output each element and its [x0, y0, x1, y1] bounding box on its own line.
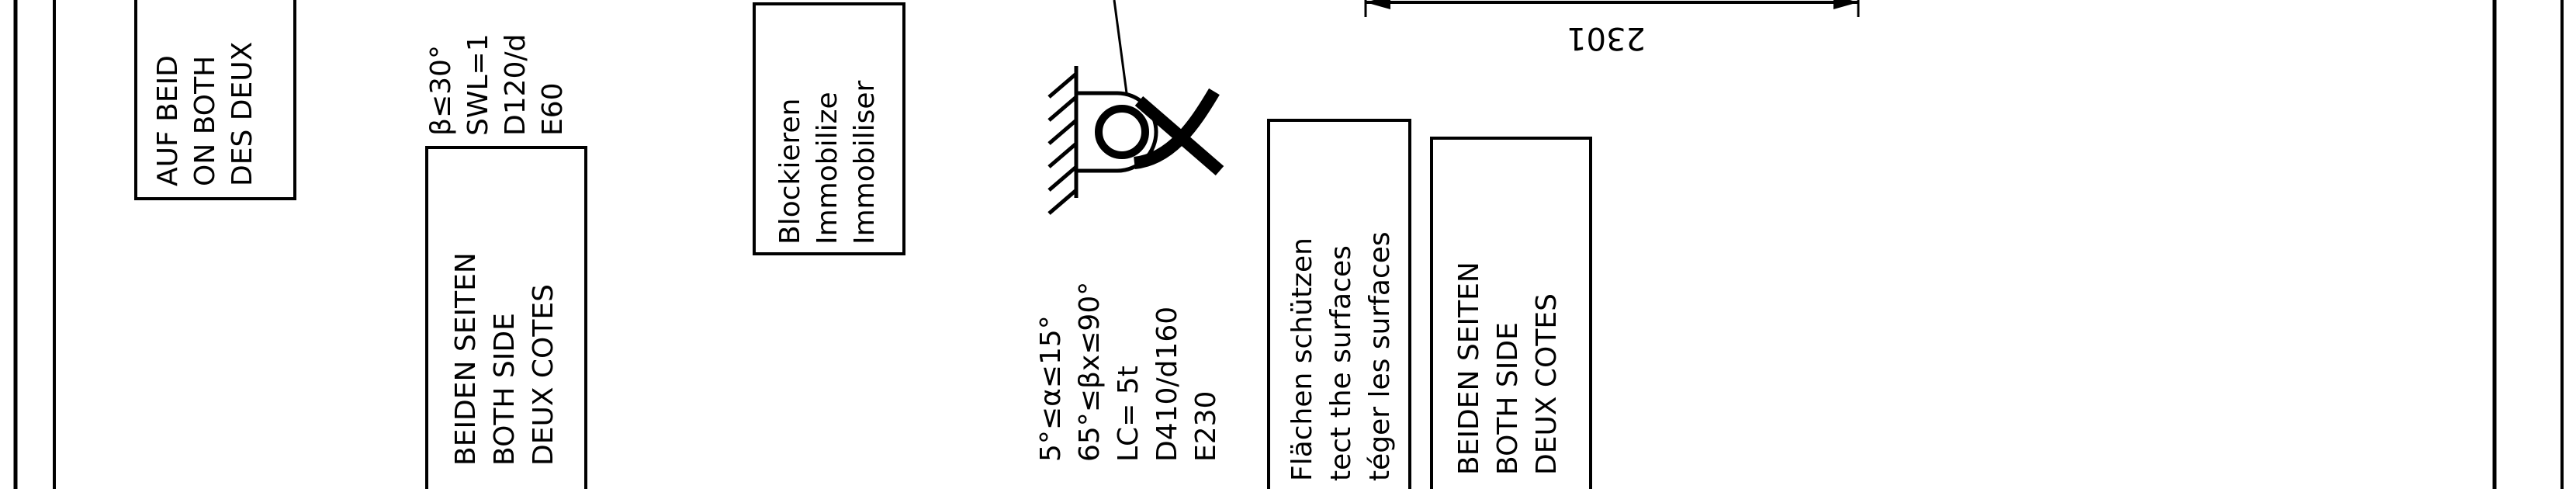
note-both-sides-left: BEIDEN SEITEN BOTH SIDE DEUX COTES [425, 146, 587, 489]
spec-line: 65°≤βx≤90° [1074, 282, 1106, 462]
dimension-2301: 2301 [1364, 0, 1860, 56]
note-line: BEIDEN SEITEN [450, 252, 482, 466]
note-box [134, 0, 296, 200]
note-line: BOTH SIDE [489, 313, 521, 466]
note-line: DEUX COTES [1531, 293, 1563, 475]
spec-line: LC= 5t [1113, 366, 1144, 462]
spec-line: E60 [537, 82, 569, 136]
spec-line: β≤30° [425, 45, 457, 136]
note-block: Blockieren Immobilize Immobiliser [753, 2, 905, 255]
note-box [753, 2, 905, 255]
note-line: téger les surfaces [1364, 231, 1396, 481]
note-line: AUF BEID [152, 55, 184, 186]
note-line: ON BOTH [189, 56, 221, 186]
spec-line: SWL=1 [462, 33, 494, 136]
load-spec-top: β≤30° SWL=1 D120/d E60 [425, 33, 569, 136]
note-line: DES DEUX [227, 42, 258, 186]
spec-line: D410/d160 [1151, 307, 1183, 462]
note-line: tect the surfaces [1325, 245, 1357, 481]
note-line: Immobiliser [849, 80, 881, 244]
note-line: Immobilize [812, 92, 843, 244]
note-protect-surfaces: Flächen schützen tect the surfaces téger… [1267, 119, 1411, 489]
arrow-head-left [1366, 0, 1390, 9]
shackle-spec: 5°≤α≤15° 65°≤βx≤90° LC= 5t D410/d160 E23… [1035, 282, 1222, 462]
spec-line: 5°≤α≤15° [1035, 315, 1067, 462]
note-box [1267, 119, 1411, 489]
dimension-value: 2301 [1567, 20, 1646, 56]
note-both-sides-right: BEIDEN SEITEN BOTH SIDE DEUX COTES [1430, 137, 1592, 489]
arrow-head-right [1833, 0, 1858, 9]
note-line: Blockieren [774, 99, 806, 245]
note-line: BOTH SIDE [1492, 322, 1524, 475]
fixed-ground-hatch-icon [1047, 66, 1079, 215]
spec-line: E230 [1190, 391, 1222, 462]
drawing-frame [13, 0, 2564, 489]
note-line: Flächen schützen [1286, 238, 1318, 481]
note-box [425, 146, 587, 489]
spec-line: D120/d [500, 34, 531, 136]
shackle-hitch-icon [1076, 0, 1224, 176]
note-line: DEUX COTES [528, 284, 559, 466]
note-both-sides-top: AUF BEID ON BOTH DES DEUX [134, 0, 296, 200]
note-line: BEIDEN SEITEN [1453, 262, 1485, 475]
note-box [1430, 137, 1592, 489]
